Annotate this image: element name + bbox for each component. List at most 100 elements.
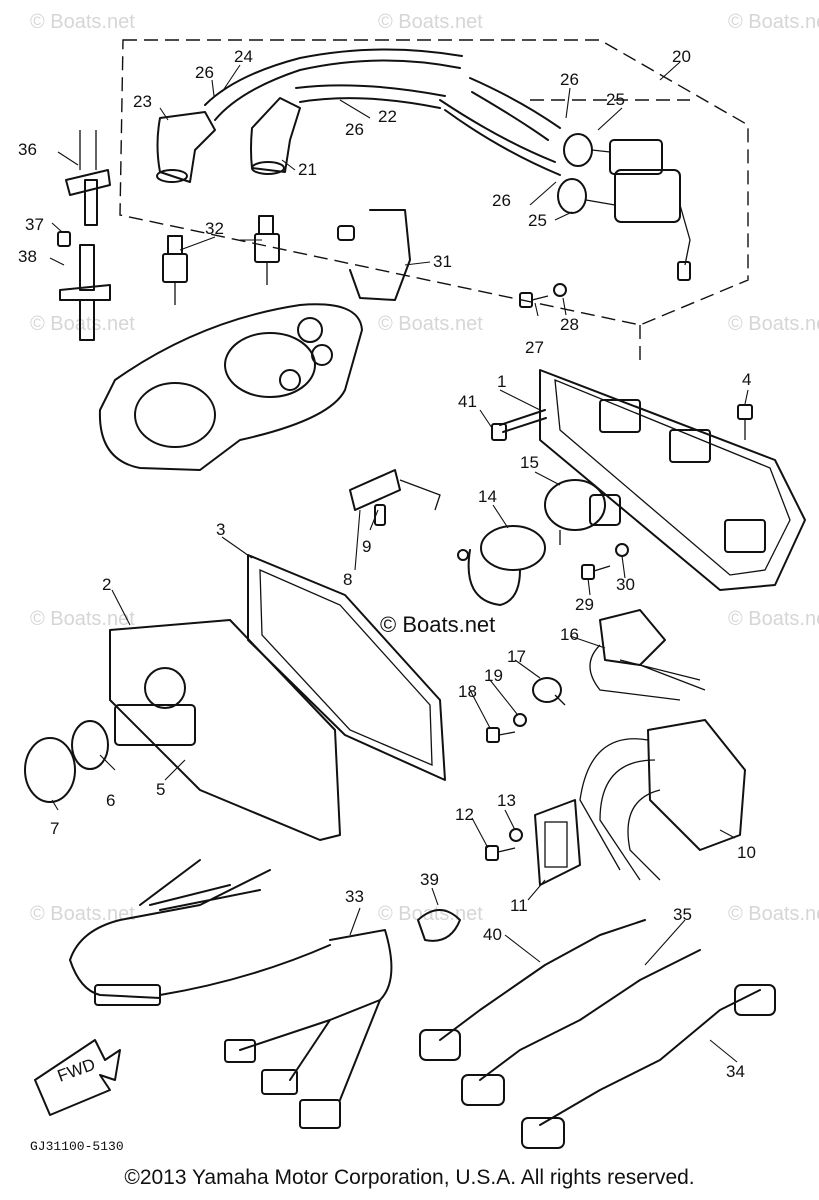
spark-plug-cap-23 <box>156 111 216 183</box>
callout-15: 15 <box>520 453 539 472</box>
callout-33: 33 <box>345 887 364 906</box>
washer-30 <box>615 543 629 557</box>
callout-27: 27 <box>525 338 544 357</box>
watermark-low-left: © Boats.net <box>30 608 135 630</box>
callout-35: 35 <box>673 905 692 924</box>
cover-2 <box>109 619 341 841</box>
pulser-coil-8 <box>349 469 441 526</box>
callout-19: 19 <box>484 666 503 685</box>
screw-18 <box>486 727 516 743</box>
watermark-mid-right: © Boats.net <box>728 313 819 335</box>
wire-harness <box>69 859 331 1006</box>
high-tension-cord-24 <box>214 59 461 121</box>
callout-24: 24 <box>234 47 253 66</box>
callout-8: 8 <box>343 570 352 589</box>
cap-7 <box>24 737 76 803</box>
watermark-top-right: © Boats.net <box>728 11 819 33</box>
callout-28: 28 <box>560 315 579 334</box>
watermark-bottom-left: © Boats.net <box>30 903 135 925</box>
bolt-37 <box>57 231 71 247</box>
callout-3: 3 <box>216 520 225 539</box>
callout-5: 5 <box>156 780 165 799</box>
spark-plug-cap-21 <box>250 97 301 175</box>
callout-34: 34 <box>726 1062 745 1081</box>
bracket-11 <box>534 799 581 886</box>
callout-36: 36 <box>18 140 37 159</box>
callout-4: 4 <box>742 370 751 389</box>
cable-40 <box>419 919 646 1061</box>
high-tension-cord-right <box>439 77 561 176</box>
thermo-sensor-38 <box>59 244 111 341</box>
watermark-mid-left: © Boats.net <box>30 313 135 335</box>
callout-26-a: 26 <box>195 63 214 82</box>
sensor-17 <box>532 677 566 706</box>
starter-relay-14 <box>457 525 546 606</box>
screw-12 <box>485 845 516 861</box>
watermark-bottom-center: © Boats.net <box>378 903 483 925</box>
coil-outline <box>530 99 690 360</box>
callout-29: 29 <box>575 595 594 614</box>
ignition-coil-25-upper <box>563 133 663 175</box>
callout-9: 9 <box>362 537 371 556</box>
cable-35 <box>461 949 701 1106</box>
callout-6: 6 <box>106 791 115 810</box>
sensor-36 <box>65 130 111 226</box>
cylinder-head <box>98 303 363 471</box>
callout-32: 32 <box>205 219 224 238</box>
high-tension-cord-22-outer <box>295 84 446 97</box>
leader-lines <box>49 61 749 1063</box>
callouts: 20 24 26 23 22 26 21 26 25 26 25 32 31 3… <box>18 47 756 1081</box>
sub-harness-33 <box>224 929 393 1129</box>
callout-16: 16 <box>560 625 579 644</box>
watermark-mid-center: © Boats.net <box>378 313 483 335</box>
washer-28 <box>553 283 567 297</box>
ignition-assembly-outline <box>119 39 749 326</box>
callout-39: 39 <box>420 870 439 889</box>
spark-plug-32-right <box>254 215 280 285</box>
callout-2: 2 <box>102 575 111 594</box>
callout-11: 11 <box>510 896 528 915</box>
electrical-box-1 <box>539 369 806 591</box>
callout-10: 10 <box>737 843 756 862</box>
callout-26-c: 26 <box>560 70 579 89</box>
spark-plug-32-left <box>162 235 188 305</box>
callout-12: 12 <box>455 805 474 824</box>
high-tension-cord-22 <box>299 97 441 109</box>
callout-25-a: 25 <box>606 90 625 109</box>
callout-20: 20 <box>672 47 691 66</box>
watermark-low-right: © Boats.net <box>728 608 819 630</box>
callout-30: 30 <box>616 575 635 594</box>
callout-18: 18 <box>458 682 477 701</box>
bolt-41 <box>491 409 547 441</box>
drawing-code: GJ31100-5130 <box>30 1139 124 1154</box>
callout-31: 31 <box>433 252 452 271</box>
callout-26-d: 26 <box>492 191 511 210</box>
clamp-39 <box>417 909 461 942</box>
callout-21: 21 <box>298 160 317 179</box>
watermark-top-left: © Boats.net <box>30 11 135 33</box>
copyright-notice: ©2013 Yamaha Motor Corporation, U.S.A. A… <box>124 1166 695 1189</box>
pulser-coil-16 <box>589 609 706 701</box>
callout-25-b: 25 <box>528 211 547 230</box>
rectifier-15 <box>544 479 621 545</box>
high-tension-cord-24-outer <box>204 48 463 106</box>
washer-19 <box>513 713 527 727</box>
callout-23: 23 <box>133 92 152 111</box>
o-ring-6 <box>71 720 109 770</box>
cdi-unit-10 <box>579 719 746 881</box>
callout-41: 41 <box>458 392 477 411</box>
washer-13 <box>509 828 523 842</box>
callout-17: 17 <box>507 647 526 666</box>
callout-37: 37 <box>25 215 44 234</box>
screw-29 <box>581 564 611 580</box>
screw-27 <box>519 292 549 308</box>
callout-14: 14 <box>478 487 497 506</box>
callout-1: 1 <box>497 372 506 391</box>
fwd-arrow: FWD <box>34 1039 121 1116</box>
callout-40: 40 <box>483 925 502 944</box>
callout-26-b: 26 <box>345 120 364 139</box>
cable-34 <box>521 984 776 1149</box>
fwd-label: FWD <box>55 1055 98 1086</box>
watermark-top-center: © Boats.net <box>378 11 483 33</box>
